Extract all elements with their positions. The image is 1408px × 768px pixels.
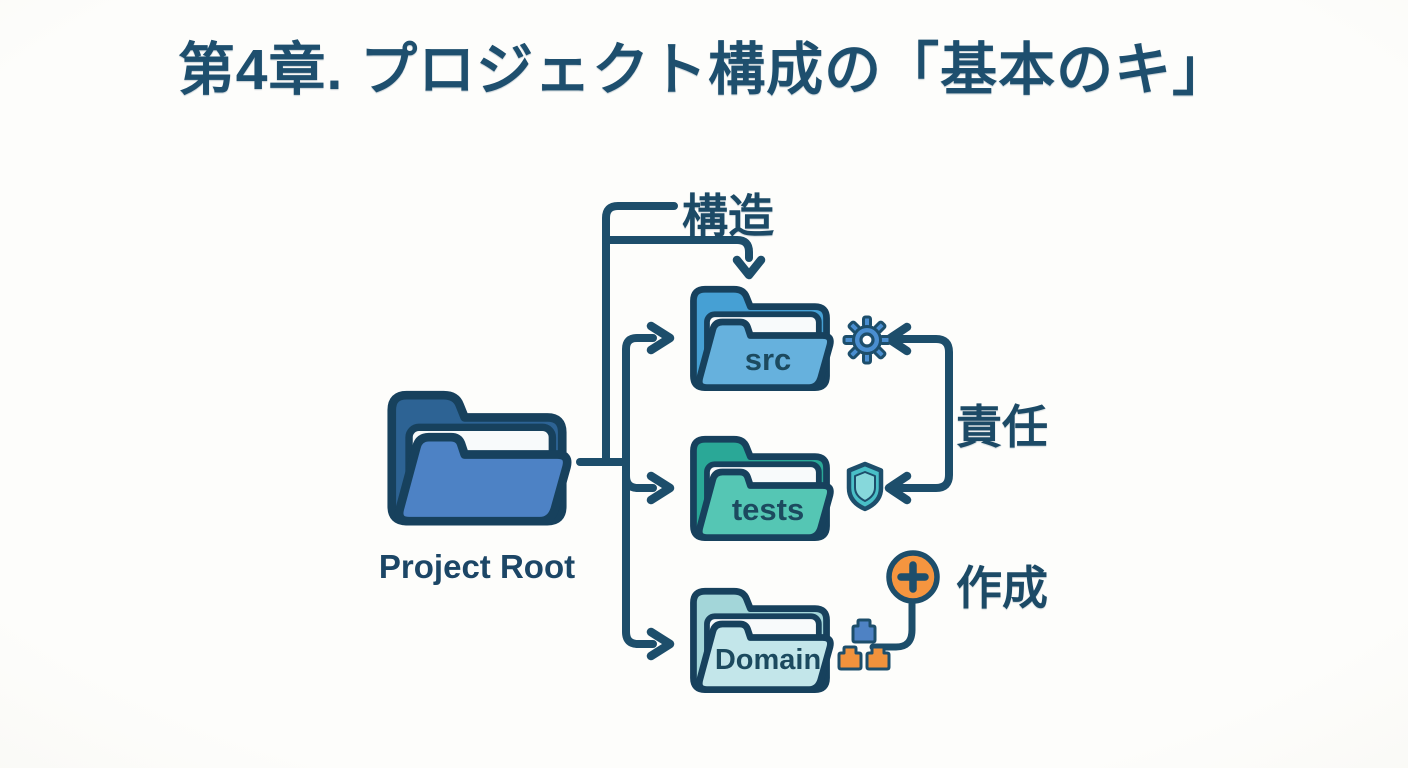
folder-front bbox=[695, 620, 834, 693]
structure-label: 構造 bbox=[682, 190, 774, 242]
arrowhead-left-shield-icon bbox=[884, 471, 912, 505]
arrowhead-right-tests-icon bbox=[646, 471, 675, 505]
arrowhead-right-domain-icon bbox=[646, 627, 675, 661]
folder-front bbox=[695, 318, 834, 391]
folder-front bbox=[695, 468, 834, 541]
folder-icon bbox=[690, 587, 834, 693]
branch-src-line bbox=[622, 334, 657, 466]
responsibility-bracket-line bbox=[890, 335, 953, 492]
tests-folder-label: tests bbox=[731, 492, 805, 527]
structure-arrow-line bbox=[602, 236, 753, 262]
creation-line bbox=[869, 600, 916, 651]
domain-folder: Domain bbox=[678, 570, 842, 704]
folder-icon bbox=[387, 390, 572, 526]
arrowhead-down-icon bbox=[732, 255, 766, 280]
domain-folder-label: Domain bbox=[714, 644, 822, 676]
folder-icon bbox=[690, 435, 834, 541]
src-folder: src bbox=[678, 268, 842, 402]
tests-folder: tests bbox=[678, 418, 842, 552]
responsibility-label: 責任 bbox=[956, 401, 1048, 453]
project-root-label: Project Root bbox=[378, 548, 576, 585]
arrowhead-right-src-icon bbox=[646, 321, 675, 355]
folder-icon bbox=[690, 285, 834, 391]
shield-icon bbox=[846, 461, 884, 512]
page-title: 第4章. プロジェクト構成の「基本のキ」 bbox=[177, 38, 1231, 102]
project-root-folder: Project Root bbox=[372, 368, 582, 585]
src-folder-label: src bbox=[744, 342, 792, 377]
gear-icon bbox=[842, 315, 892, 365]
plus-icon bbox=[886, 550, 940, 604]
creation-label: 作成 bbox=[956, 562, 1048, 614]
folder-front bbox=[394, 432, 572, 526]
branch-domain-line bbox=[622, 470, 657, 648]
structure-label-line bbox=[602, 202, 678, 464]
blocks-icon bbox=[837, 618, 891, 671]
